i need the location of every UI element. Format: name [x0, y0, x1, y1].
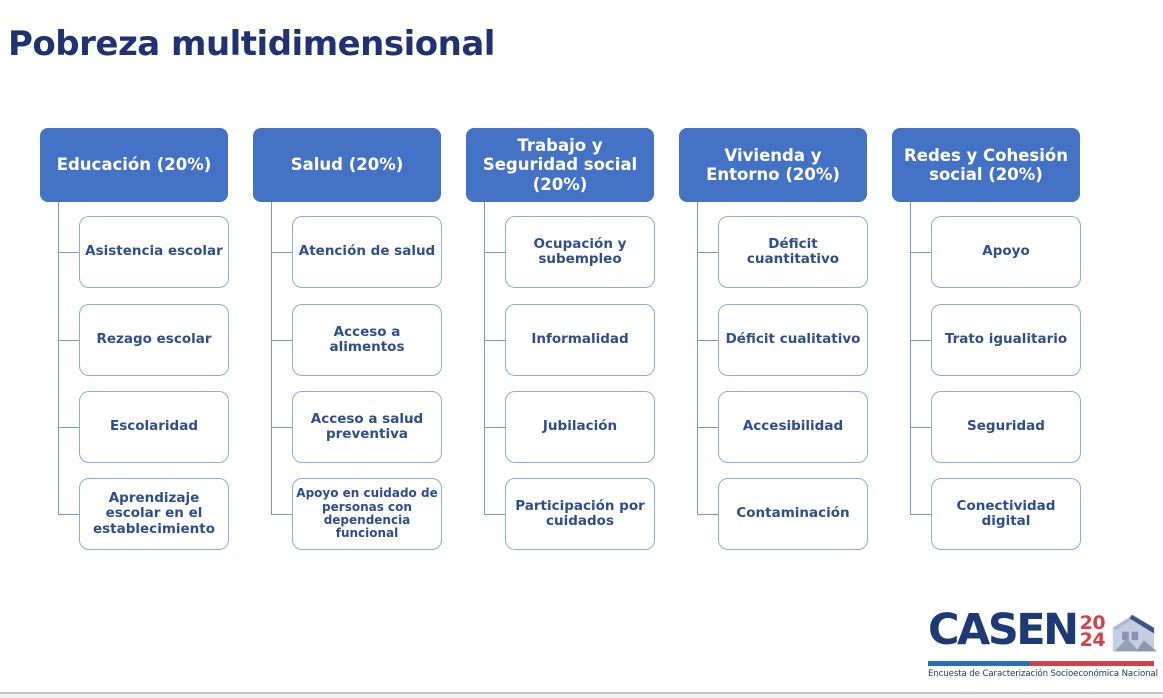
connector-stub: [58, 514, 79, 516]
indicator-box: Déficit cualitativo: [718, 304, 868, 376]
casen-wordmark: CASEN: [928, 605, 1079, 655]
casen-year-bottom: 24: [1079, 629, 1106, 652]
connector-stub: [910, 427, 931, 429]
casen-logo-row: CASEN 20 24: [928, 605, 1158, 657]
indicator-box: Participación por cuidados: [505, 478, 655, 550]
dimension-header: Salud (20%): [253, 128, 441, 202]
connector-stub: [484, 427, 505, 429]
connector-stub: [271, 252, 292, 254]
connector-stub: [484, 340, 505, 342]
indicator-box: Escolaridad: [79, 391, 229, 463]
indicator-box: Contaminación: [718, 478, 868, 550]
indicator-box: Ocupación y subempleo: [505, 216, 655, 288]
connector-stub: [58, 427, 79, 429]
casen-year-top: 20: [1079, 612, 1106, 634]
indicator-box: Trato igualitario: [931, 304, 1081, 376]
indicator-box: Rezago escolar: [79, 304, 229, 376]
indicator-box: Conectividad digital: [931, 478, 1081, 550]
house-icon: [1112, 614, 1158, 652]
indicator-box: Apoyo en cuidado de personas con depende…: [292, 478, 442, 550]
connector-stub: [910, 514, 931, 516]
connector-stub: [697, 427, 718, 429]
logo-color-bar: [928, 661, 1154, 666]
connector-vline: [697, 202, 699, 514]
connector-stub: [484, 514, 505, 516]
indicator-box: Seguridad: [931, 391, 1081, 463]
indicator-box: Jubilación: [505, 391, 655, 463]
casen-logo: CASEN 20 24 Encuesta de Caracterización …: [928, 605, 1158, 679]
dimension-header: Vivienda y Entorno (20%): [679, 128, 867, 202]
indicator-box: Atención de salud: [292, 216, 442, 288]
connector-stub: [58, 340, 79, 342]
connector-vline: [910, 202, 912, 514]
connector-stub: [697, 252, 718, 254]
connector-vline: [484, 202, 486, 514]
page-title: Pobreza multidimensional: [8, 24, 495, 64]
dimension-column: Trabajo y Seguridad social (20%) Ocupació…: [466, 128, 655, 558]
indicator-box: Accesibilidad: [718, 391, 868, 463]
indicator-box: Acceso a alimentos: [292, 304, 442, 376]
indicator-box: Déficit cuantitativo: [718, 216, 868, 288]
connector-stub: [697, 514, 718, 516]
dimension-header: Educación (20%): [40, 128, 228, 202]
connector-stub: [58, 252, 79, 254]
bottom-divider: [0, 692, 1163, 694]
indicator-box: Asistencia escolar: [79, 216, 229, 288]
connector-stub: [484, 252, 505, 254]
bottom-strip: [0, 693, 1163, 698]
connector-stub: [910, 252, 931, 254]
connector-stub: [271, 514, 292, 516]
dimension-header: Redes y Cohesión social (20%): [892, 128, 1080, 202]
indicator-box: Apoyo: [931, 216, 1081, 288]
connector-stub: [271, 427, 292, 429]
indicator-box: Aprendizaje escolar en el establecimient…: [79, 478, 229, 550]
dimension-header: Trabajo y Seguridad social (20%): [466, 128, 654, 202]
connector-stub: [271, 340, 292, 342]
dimension-column: Vivienda y Entorno (20%) Déficit cuantita…: [679, 128, 868, 558]
casen-year: 20 24: [1079, 612, 1106, 652]
indicator-box: Informalidad: [505, 304, 655, 376]
indicator-box: Acceso a salud preventiva: [292, 391, 442, 463]
connector-vline: [58, 202, 60, 514]
connector-stub: [697, 340, 718, 342]
logo-subtitle: Encuesta de Caracterización Socioeconómi…: [928, 668, 1158, 679]
connector-vline: [271, 202, 273, 514]
connector-stub: [910, 340, 931, 342]
